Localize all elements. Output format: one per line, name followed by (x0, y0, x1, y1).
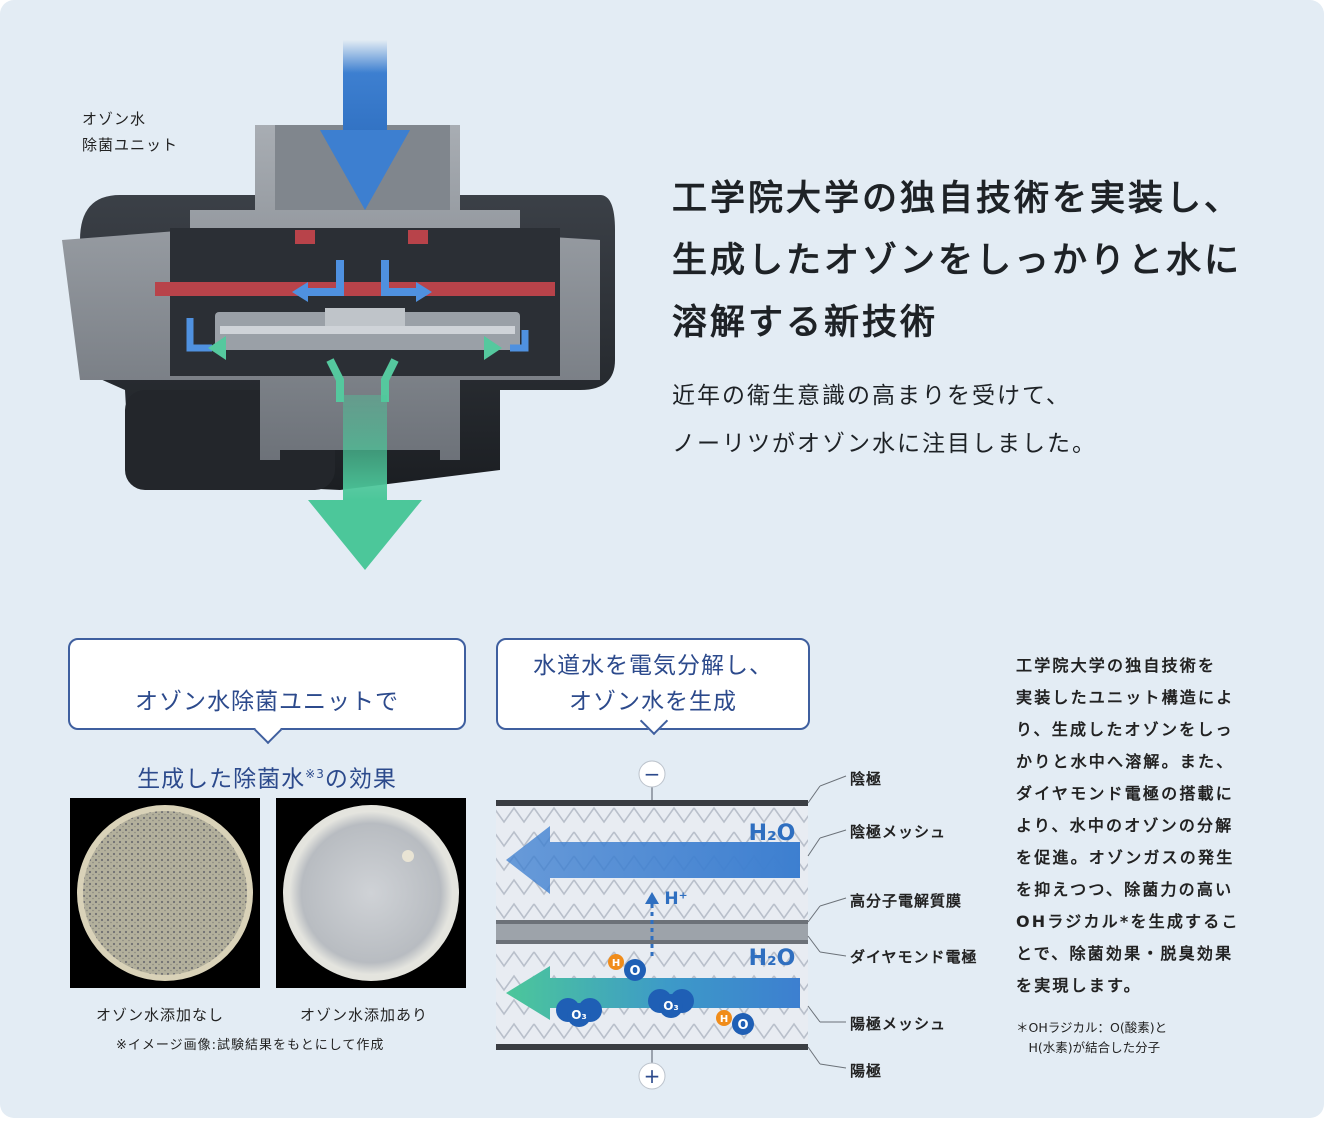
label-cathode-mesh: 陰極メッシュ (850, 823, 947, 841)
label-cathode: 陰極 (850, 770, 883, 788)
ozone-molecule: O₃ (648, 989, 694, 1018)
image-note: ※イメージ画像:試験結果をもとにして作成 (116, 1038, 385, 1053)
plus-symbol: + (644, 1064, 661, 1088)
cathode-water-flow-arrow (506, 826, 800, 894)
membrane-layer-lower (496, 940, 808, 944)
petri-dish-without-ozone (70, 798, 260, 988)
process-callout-tail-holder (639, 706, 669, 736)
oh-radical: H O (608, 954, 646, 981)
footnote-ref: ※3 (305, 767, 325, 781)
oh-h-label: H (720, 1014, 728, 1025)
ozone-molecule: O₃ (556, 998, 602, 1027)
oh-h-label: H (612, 958, 620, 969)
petri-dish-with-ozone (276, 798, 466, 988)
oh-radical: H O (716, 1010, 754, 1035)
h2o-bottom-label: H₂O (749, 946, 796, 971)
ozone-unit-cross-section-illustration (62, 40, 615, 570)
label-anode: 陽極 (850, 1062, 883, 1080)
label-diamond-electrode: ダイヤモンド電極 (850, 948, 978, 966)
effect-callout-text: 生成した除菌水 (137, 766, 306, 793)
callout-tail (253, 715, 283, 745)
h2o-top-label: H₂O (749, 821, 796, 846)
label-anode-mesh: 陽極メッシュ (850, 1015, 947, 1033)
caption-without-ozone: オゾン水添加なし (96, 1006, 225, 1024)
description-text: 工学院大学の独自技術を 実装したユニット構造によ り、生成したオゾンをしっ かり… (1016, 656, 1240, 995)
electrolysis-diagram: − H₂O H⁺ H₂O O₃ O₃ (496, 760, 821, 1090)
page-subheadline: 近年の衛生意識の高まりを受けて、 ノーリツがオゾン水に注目しました。 (672, 383, 1097, 457)
effect-callout: オゾン水除菌ユニットで 生成した除菌水※3の効果 (68, 638, 466, 793)
leader-lines (820, 775, 847, 1069)
o3-label: O₃ (663, 999, 678, 1013)
h-plus-label: H⁺ (664, 889, 687, 909)
cathode-layer (496, 800, 808, 806)
caption-with-ozone: オゾン水添加あり (300, 1006, 429, 1024)
oh-o-label: O (737, 1018, 748, 1033)
anode-layer (496, 1044, 808, 1050)
oh-o-label: O (629, 964, 640, 979)
effect-callout-text-end: の効果 (324, 766, 397, 793)
page-headline: 工学院大学の独自技術を実装し、 生成したオゾンをしっかりと水に 溶解する新技術 (672, 179, 1243, 343)
o3-label: O₃ (571, 1008, 586, 1022)
label-membrane: 高分子電解質膜 (850, 892, 963, 910)
effect-callout-line1: オゾン水除菌ユニットで (135, 689, 399, 715)
minus-symbol: − (644, 762, 661, 786)
oh-radical-footnote: ＊OHラジカル：O(酸素)と H(水素)が結合した分子 (1016, 1020, 1168, 1055)
effect-callout-line2: 生成した除菌水※3の効果 (70, 756, 464, 798)
unit-label: オゾン水 除菌ユニット (82, 110, 179, 154)
